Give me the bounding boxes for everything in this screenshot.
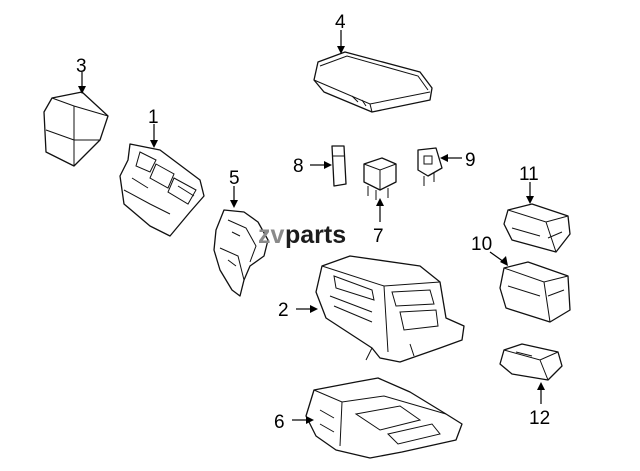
callout-11: 11 [519, 164, 539, 185]
leader-lines [78, 30, 545, 424]
callout-3: 3 [76, 56, 87, 77]
callouts: 1 2 3 4 5 6 7 8 9 10 11 12 [76, 12, 550, 433]
callout-6: 6 [274, 412, 285, 433]
part-12-bracket [499, 343, 563, 381]
part-5-bracket [213, 209, 269, 297]
callout-12: 12 [529, 408, 550, 429]
callout-5: 5 [229, 168, 240, 189]
watermark-prefix: zv [258, 221, 285, 249]
part-10-relay-box [499, 261, 571, 323]
callout-2: 2 [278, 300, 289, 321]
callout-9: 9 [465, 150, 476, 171]
part-4-cover [313, 51, 433, 113]
part-9-mini-relay [417, 147, 443, 186]
part-1-relay-block [119, 143, 205, 237]
callout-10: 10 [471, 234, 492, 255]
part-11-relay-box [503, 203, 571, 253]
part-6-tray [305, 377, 463, 459]
callout-7: 7 [373, 226, 384, 247]
part-7-relay [363, 157, 397, 200]
watermark: zv parts [258, 221, 346, 249]
callout-4: 4 [335, 12, 346, 33]
callout-1: 1 [148, 107, 159, 128]
part-2-fuse-box [315, 255, 465, 363]
watermark-suffix: parts [285, 221, 346, 249]
part-8-fuse [331, 145, 347, 187]
part-3-cover [43, 91, 109, 167]
callout-8: 8 [293, 156, 304, 177]
